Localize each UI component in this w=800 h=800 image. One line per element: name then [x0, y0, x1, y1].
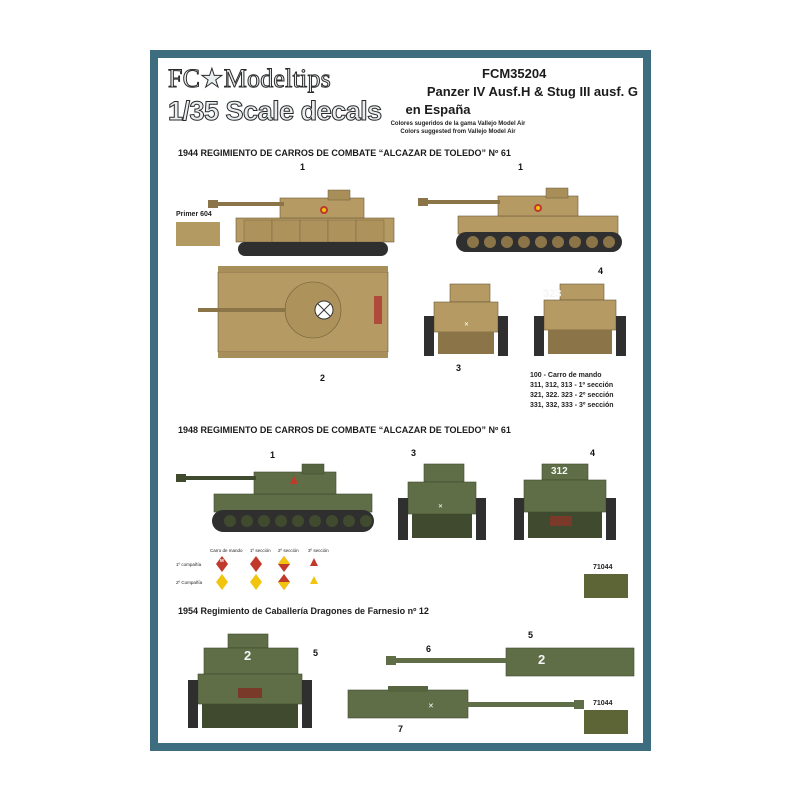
scale-title: 1/35 Scale decals [168, 96, 383, 127]
product-title-line1: Panzer IV Ausf.H & Stug III ausf. G [426, 84, 638, 99]
numbering-line-4: 331, 332, 333 - 3º sección [530, 402, 614, 409]
callout-5-right: 5 [528, 630, 534, 640]
paint-note-es: Colores sugeridos de la gama Vallejo Mod… [390, 121, 526, 127]
decal-sheet: FC★Modeltips 1/35 Scale decals FCM35204 … [158, 58, 643, 743]
paint-swatch-primer [176, 222, 220, 246]
callout-4-1948: 4 [590, 448, 596, 458]
callout-1-right: 1 [518, 162, 524, 172]
panzer-iv-rear-1954 [188, 633, 312, 728]
panzer-iv-front-1948: ✕ [398, 463, 486, 540]
numbering-line-3: 321, 322. 323 - 2º sección [530, 392, 614, 399]
decal-sheet-frame: FC★Modeltips 1/35 Scale decals FCM35204 … [150, 50, 651, 751]
section-title-1948: 1948 REGIMIENTO DE CARROS DE COMBATE “AL… [178, 425, 511, 435]
callout-1-left: 1 [300, 162, 306, 172]
panzer-iv-top-1944 [198, 266, 389, 358]
paint-label-green-1: 71044 [593, 564, 613, 571]
panzer-iv-front-1944: ✕ [424, 283, 508, 356]
paint-swatch-green-2 [584, 710, 628, 734]
paint-note-en: Colors suggested from Vallejo Model Air [400, 129, 516, 135]
rear-number-1944: 323 [543, 288, 562, 300]
svg-text:✕: ✕ [428, 702, 434, 710]
insignia-row-2: 2º Compañía [176, 580, 203, 585]
numbering-line-1: 100 - Carro de mando [530, 372, 602, 379]
panzer-iv-rear-1948 [514, 463, 616, 540]
paint-swatch-green-1 [584, 574, 628, 598]
stug-iii-top-1954: ✕ [347, 686, 584, 719]
insignia-col-command: Carro de mando [210, 548, 243, 553]
command-letter: M [220, 558, 224, 563]
product-title-line2: en España [405, 102, 471, 117]
brand-logo: FC★Modeltips [168, 64, 332, 94]
callout-1-1948: 1 [270, 450, 276, 460]
rear-number-1948: 312 [551, 466, 568, 477]
section-title-1954: 1954 Regimiento de Caballería Dragones d… [178, 606, 429, 616]
panzer-iv-side-1948-green [176, 463, 374, 532]
callout-2: 2 [320, 373, 326, 383]
panzer-iv-rear-1944 [534, 283, 626, 356]
svg-text:✕: ✕ [438, 503, 443, 510]
svg-text:✕: ✕ [464, 321, 469, 328]
insignia-grid [216, 556, 318, 590]
panzer-iv-side-1944-no-skirts [418, 187, 622, 252]
callout-7: 7 [398, 724, 404, 734]
callout-5-left: 5 [313, 648, 319, 658]
stug-number-1954: 2 [538, 652, 546, 667]
insignia-row-1: 1º compañía [176, 562, 202, 567]
insignia-col-3rd: 3º sección [308, 548, 329, 553]
insignia-col-2nd: 2º sección [278, 548, 299, 553]
insignia-col-1st: 1º sección [250, 548, 271, 553]
product-code: FCM35204 [482, 66, 547, 81]
paint-label-primer: Primer 604 [176, 211, 212, 218]
numbering-line-2: 311, 312, 313 - 1º sección [530, 382, 614, 389]
callout-3: 3 [456, 363, 462, 373]
callout-4: 4 [598, 266, 604, 276]
turret-number-1954: 2 [244, 648, 252, 663]
paint-label-green-2: 71044 [593, 700, 613, 707]
panzer-iv-side-1944-sand [208, 189, 395, 256]
stug-iii-side-1954 [386, 647, 635, 677]
section-title-1944: 1944 REGIMIENTO DE CARROS DE COMBATE “AL… [178, 148, 511, 158]
callout-6: 6 [426, 644, 432, 654]
callout-3-1948: 3 [411, 448, 417, 458]
